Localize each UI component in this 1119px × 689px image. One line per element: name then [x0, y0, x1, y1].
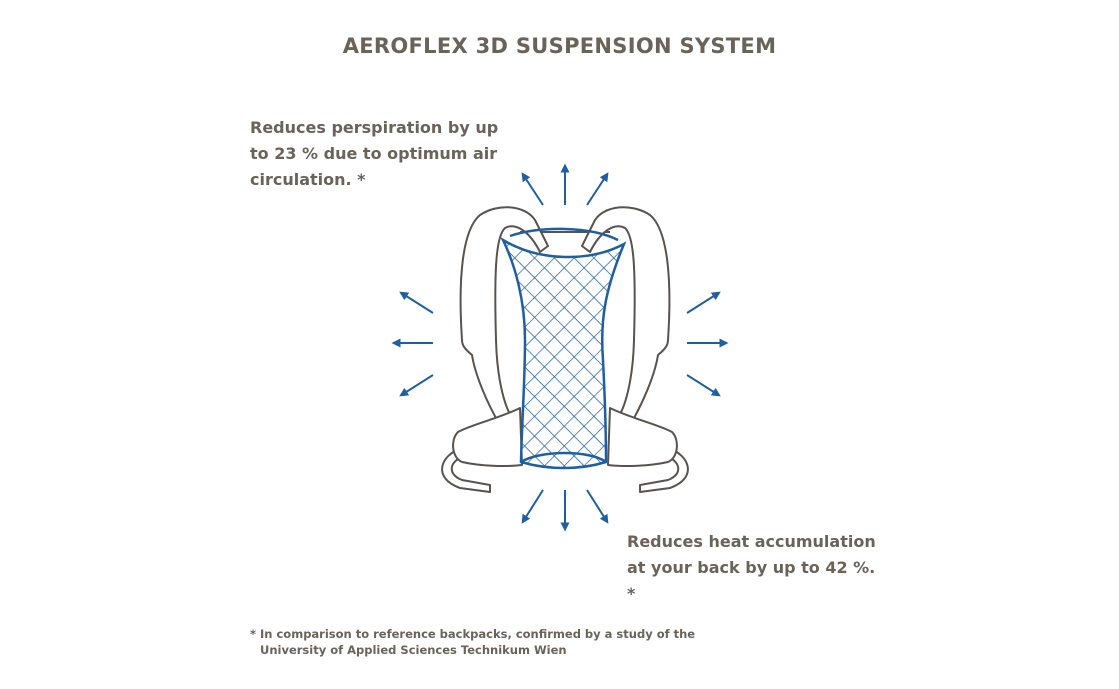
footnote-line-2: University of Applied Sciences Technikum…: [260, 643, 567, 657]
arrow-icon: [521, 172, 544, 206]
callout-line: Reduces heat accumulation: [627, 532, 876, 551]
backpack-outline-icon: [441, 206, 689, 493]
heat-callout: Reduces heat accumulation at your back b…: [627, 529, 887, 607]
callout-line: to 23 % due to optimum air: [250, 144, 498, 163]
callout-line: Reduces perspiration by up: [250, 118, 499, 137]
mesh-panel-icon: [500, 227, 627, 470]
footnote: * In comparison to reference backpacks, …: [250, 626, 695, 658]
footnote-line-1: * In comparison to reference backpacks, …: [250, 627, 696, 641]
callout-line: circulation. *: [250, 170, 366, 189]
callout-line: at your back by up to 42 %. *: [627, 558, 876, 603]
arrow-icon: [399, 291, 434, 314]
arrow-icon: [521, 489, 544, 524]
page-title: AEROFLEX 3D SUSPENSION SYSTEM: [342, 34, 777, 58]
perspiration-callout: Reduces perspiration by up to 23 % due t…: [250, 115, 510, 193]
arrow-icon: [586, 489, 609, 524]
arrow-icon: [686, 291, 721, 314]
arrow-icon: [586, 172, 609, 206]
arrow-icon: [686, 374, 721, 397]
arrow-icon: [399, 374, 434, 397]
